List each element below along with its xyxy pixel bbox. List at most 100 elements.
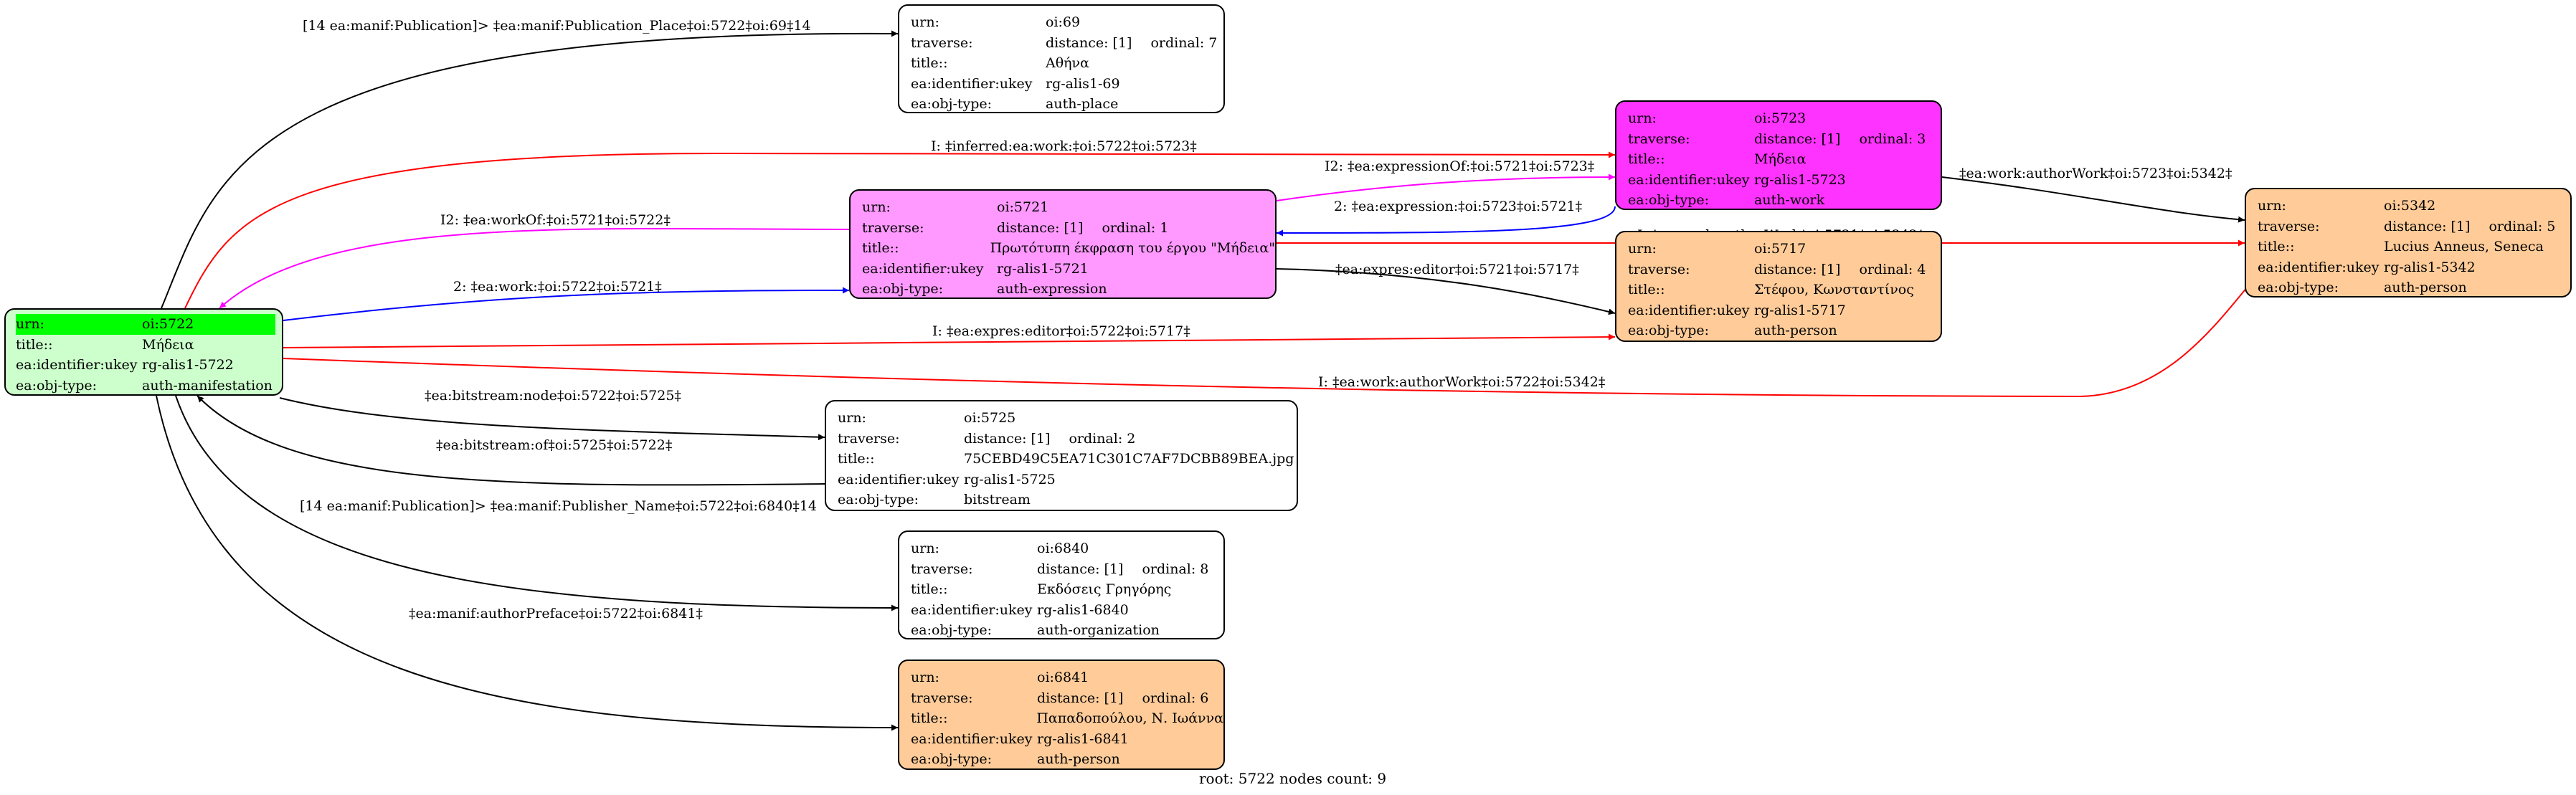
ukey-value: rg-alis1-5723 <box>1754 171 1846 188</box>
ukey-value: rg-alis1-5717 <box>1754 302 1846 318</box>
node-5721[interactable]: urn:oi:5721 traverse:distance: [1]ordina… <box>849 189 1277 299</box>
urn-label: urn: <box>911 14 939 30</box>
title-label: title:: <box>911 55 948 71</box>
obj-type-value: auth-place <box>1046 96 1119 112</box>
title-label: title:: <box>911 581 948 597</box>
ordinal-value: ordinal: 7 <box>1150 34 1218 51</box>
ordinal-value: ordinal: 6 <box>1142 690 1209 706</box>
ukey-label: ea:identifier:ukey <box>911 75 1033 92</box>
obj-type-value: auth-organization <box>1037 622 1160 638</box>
ukey-value: rg-alis1-5721 <box>997 260 1089 277</box>
edge-label: 2: ‡ea:work:‡oi:5722‡oi:5721‡ <box>453 279 662 295</box>
urn-label: urn: <box>911 670 939 685</box>
urn-value: oi:5723 <box>1754 110 1806 126</box>
ukey-value: rg-alis1-69 <box>1046 75 1120 92</box>
ukey-value: rg-alis1-5722 <box>142 357 234 373</box>
edge-5722-5342 <box>283 250 2281 398</box>
ordinal-value: ordinal: 5 <box>2489 218 2556 234</box>
urn-label: urn: <box>911 541 939 556</box>
ordinal-value: ordinal: 8 <box>1142 561 1209 577</box>
urn-label: urn: <box>862 199 891 215</box>
traverse-label: traverse: <box>911 690 973 706</box>
distance-value: distance: [1] <box>1037 561 1124 577</box>
ukey-label: ea:identifier:ukey <box>1628 302 1750 318</box>
graph-footer: root: 5722 nodes count: 9 <box>1199 770 1387 787</box>
edge-5722-5723 <box>184 151 1616 309</box>
edge-5722-5721 <box>283 287 850 321</box>
title-label: title:: <box>862 240 899 256</box>
title-value: 75CEBD49C5EA71C301C7AF7DCBB89BEA.jpg <box>964 451 1294 467</box>
ordinal-value: ordinal: 4 <box>1859 261 1926 277</box>
edge-label: I: ‡ea:work:authorWork‡oi:5722‡oi:5342‡ <box>1318 374 1605 390</box>
urn-label: urn: <box>838 410 866 426</box>
ukey-label: ea:identifier:ukey <box>16 357 138 373</box>
distance-value: distance: [1] <box>997 219 1084 236</box>
obj-type-value: bitstream <box>964 492 1031 508</box>
ukey-label: ea:identifier:ukey <box>838 471 960 487</box>
ukey-value: rg-alis1-6840 <box>1037 601 1129 618</box>
edge-label: I2: ‡ea:expressionOf:‡oi:5721‡oi:5723‡ <box>1325 158 1594 174</box>
obj-type-label: ea:obj-type: <box>838 492 919 508</box>
urn-label: urn: <box>1628 110 1657 126</box>
node-5723[interactable]: urn: oi:5723 traverse: distance: [1] ordina… <box>1615 100 1942 210</box>
title-label: title:: <box>2258 239 2295 254</box>
node-5725[interactable]: urn:oi:5725 traverse:distance: [1]ordina… <box>825 400 1298 511</box>
obj-type-label: ea:obj-type: <box>1628 323 1710 338</box>
edge-label: ‡ea:expres:editor‡oi:5721‡oi:5717‡ <box>1335 262 1579 277</box>
obj-type-label: ea:obj-type: <box>911 751 993 767</box>
title-label: title:: <box>1628 151 1665 167</box>
edge-5722-5725 <box>279 397 825 441</box>
obj-type-label: ea:obj-type: <box>2258 280 2339 295</box>
edge-5722-6840 <box>175 395 899 611</box>
distance-value: distance: [1] <box>2384 218 2471 234</box>
traverse-label: traverse: <box>1628 130 1690 147</box>
edge-label: ‡ea:bitstream:node‡oi:5722‡oi:5725‡ <box>425 388 681 404</box>
urn-value: oi:5342 <box>2384 198 2436 214</box>
edge-label: [14 ea:manif:Publication]> ‡ea:manif:Pub… <box>303 18 811 34</box>
node-6840[interactable]: urn: oi:6840 traverse: distance: [1] ordina… <box>898 530 1225 639</box>
ukey-value: rg-alis1-5725 <box>964 471 1056 487</box>
obj-type-label: ea:obj-type: <box>862 281 944 297</box>
node-5722[interactable]: urn: oi:5722 title::Μήδεια ea:identifier… <box>4 308 283 396</box>
obj-type-value: auth-manifestation <box>142 377 273 394</box>
node-69[interactable]: urn:oi:69 traverse:distance: [1]ordinal:… <box>898 4 1225 113</box>
distance-value: distance: [1] <box>1754 261 1841 277</box>
urn-value: oi:5722 <box>142 316 194 332</box>
node-5342[interactable]: urn:oi:5342 traverse:distance: [1]ordina… <box>2245 188 2572 297</box>
edge-5721-5723 <box>1276 173 1616 201</box>
node-5722-urn-row: urn: oi:5722 <box>16 314 275 335</box>
edge-label: ‡ea:bitstream:of‡oi:5725‡oi:5722‡ <box>436 437 672 453</box>
urn-value: oi:6841 <box>1037 670 1089 685</box>
ukey-label: ea:identifier:ukey <box>1628 171 1750 188</box>
node-5717[interactable]: urn:oi:5717 traverse:distance: [1]ordina… <box>1615 231 1942 342</box>
title-value: Πρωτότυπη έκφραση του έργου "Μήδεια" <box>990 240 1275 256</box>
title-value: Αθήνα <box>1046 55 1089 71</box>
ordinal-value: ordinal: 1 <box>1102 219 1169 236</box>
edge-label: [14 ea:manif:Publication]> ‡ea:manif:Pub… <box>300 498 817 514</box>
edge-label: I: ‡ea:expres:editor‡oi:5722‡oi:5717‡ <box>932 323 1190 339</box>
edge-5721-5722 <box>219 227 850 309</box>
title-value: Εκδόσεις Γρηγόρης <box>1037 581 1172 597</box>
title-label: title:: <box>911 710 948 726</box>
node-6841[interactable]: urn: oi:6841 traverse: distance: [1] ordina… <box>898 660 1225 770</box>
obj-type-label: ea:obj-type: <box>1628 192 1710 208</box>
ordinal-value: ordinal: 3 <box>1859 130 1926 147</box>
obj-type-value: auth-work <box>1754 192 1825 208</box>
edge-5723-5721 <box>1276 206 1616 237</box>
urn-value: oi:6840 <box>1037 541 1089 556</box>
urn-value: oi:5725 <box>964 410 1016 426</box>
urn-value: oi:69 <box>1046 14 1081 30</box>
ukey-label: ea:identifier:ukey <box>911 601 1033 618</box>
ukey-label: ea:identifier:ukey <box>862 260 984 277</box>
traverse-label: traverse: <box>911 561 973 577</box>
title-value: Παπαδοπούλου, Ν. Ιωάννα <box>1036 710 1223 726</box>
distance-value: distance: [1] <box>1754 130 1841 147</box>
traverse-label: traverse: <box>2258 218 2320 234</box>
obj-type-value: auth-person <box>1754 323 1837 338</box>
edge-5721-5717 <box>1276 268 1616 315</box>
traverse-label: traverse: <box>838 430 900 447</box>
distance-value: distance: [1] <box>1037 690 1124 706</box>
urn-value: oi:5721 <box>997 199 1049 215</box>
obj-type-label: ea:obj-type: <box>911 622 993 638</box>
